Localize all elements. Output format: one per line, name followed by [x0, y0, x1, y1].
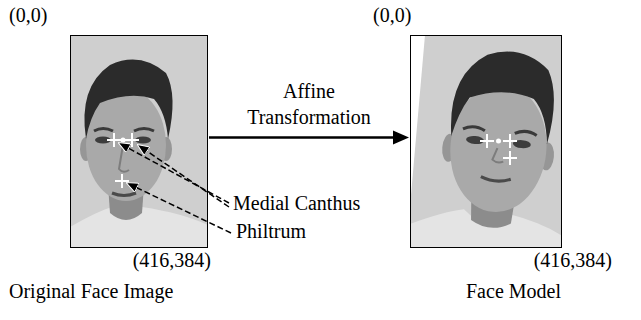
eyebrow [134, 129, 154, 132]
hair [84, 60, 172, 139]
image-frame: (0,0)(416,384)Face Model [410, 35, 562, 248]
photo-background [70, 35, 208, 248]
landmark-cross [125, 133, 139, 147]
nose [492, 148, 504, 163]
landmark-dot [121, 138, 126, 143]
leader-line [127, 183, 231, 233]
image-caption: Face Model [466, 280, 561, 303]
landmark-cross [115, 174, 129, 188]
hair [450, 47, 559, 145]
eyebrow [94, 129, 113, 132]
callout-label: Medial Canthus [233, 192, 360, 215]
mouth [481, 177, 511, 183]
landmark-cross [107, 133, 121, 147]
rotated-image [410, 35, 562, 248]
landmark-cross [480, 134, 494, 148]
nose [119, 145, 129, 172]
landmark-cross [503, 151, 517, 165]
face-model-photo [410, 35, 562, 248]
landmark-cross [503, 134, 517, 148]
leader-line [138, 145, 229, 207]
transform-arrow [209, 131, 409, 145]
mouth [112, 193, 136, 196]
face-photo [70, 35, 208, 248]
arrowhead [393, 131, 409, 145]
image-caption: Original Face Image [9, 280, 173, 303]
eyebrow [463, 126, 485, 131]
coordinate-label: (416,384) [534, 249, 612, 272]
coordinate-label: (0,0) [373, 4, 411, 27]
edge-label: Affine Transformation [239, 78, 379, 130]
coordinate-label: (416,384) [133, 249, 211, 272]
eyebrow [515, 130, 537, 135]
landmark-dot [496, 139, 501, 144]
image-frame: (0,0)(416,384)Original Face Image [70, 35, 208, 248]
leader-line [119, 143, 229, 203]
photo-ground [410, 35, 562, 248]
callout-label: Philtrum [236, 220, 306, 243]
arrow-shaft [209, 136, 395, 139]
coordinate-label: (0,0) [9, 4, 47, 27]
